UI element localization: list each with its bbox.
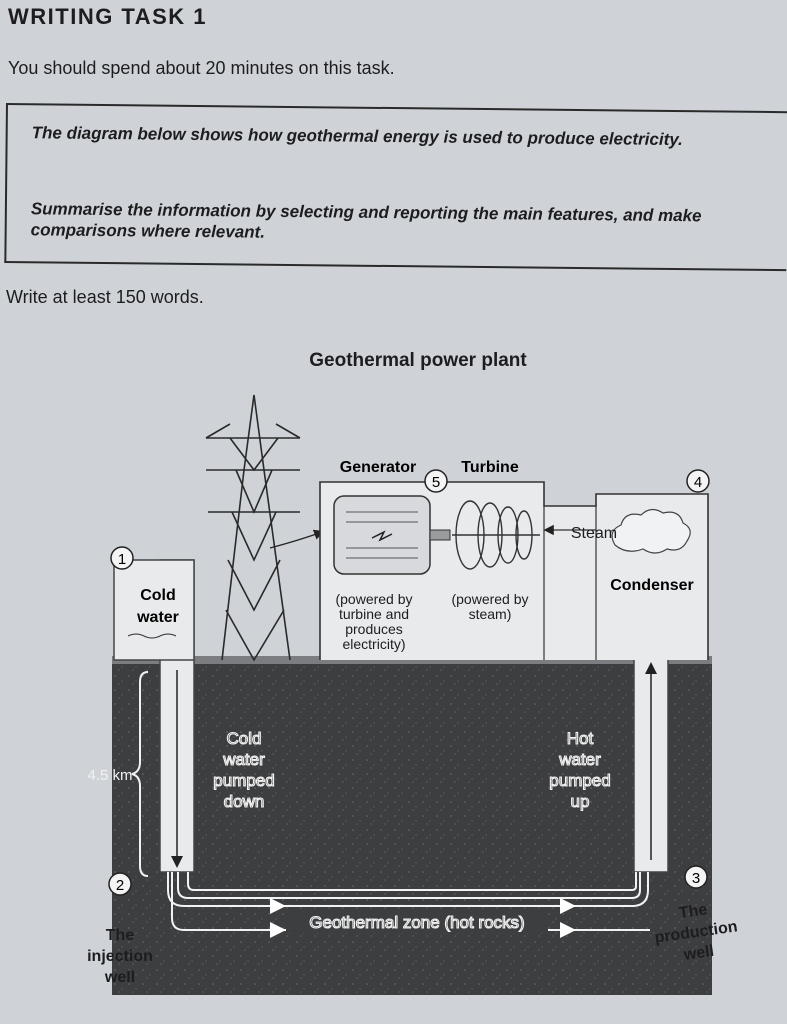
cold-water-label-line2: water: [136, 609, 179, 626]
turbine-note-line2: steam): [469, 606, 512, 622]
turbine-icon: [452, 500, 540, 570]
diagram-title: Geothermal power plant: [309, 350, 527, 371]
prompt-description: The diagram below shows how geothermal e…: [31, 123, 683, 150]
generator-note-line3: produces: [345, 621, 403, 637]
step-5-marker: 5: [424, 469, 448, 493]
pylon-icon: [205, 394, 301, 662]
turbine-note-line1: (powered by: [451, 591, 528, 607]
cold-pumped-line3: pumped: [213, 771, 274, 790]
depth-label: 4.5 km: [87, 767, 132, 784]
step-4-marker: 4: [686, 469, 710, 493]
prompt-box: The diagram below shows how geothermal e…: [4, 103, 787, 272]
step-2-marker: 2: [108, 872, 132, 896]
steam-label: Steam: [571, 525, 617, 542]
geothermal-diagram: Geothermal power plant Cold water: [87, 350, 739, 995]
cold-pumped-line1: Cold: [227, 729, 262, 748]
generator-note-line4: electricity): [342, 636, 405, 652]
turbine-label: Turbine: [461, 459, 519, 476]
injection-well-label-line1: The: [106, 927, 135, 944]
svg-text:2: 2: [116, 877, 124, 894]
cold-pumped-line2: water: [222, 750, 265, 769]
step-1-marker: 1: [110, 546, 134, 570]
cold-water-tank: [113, 559, 195, 661]
cold-water-label-line1: Cold: [140, 587, 176, 604]
geothermal-zone-label-bg: [286, 911, 548, 933]
generator-note-line2: turbine and: [339, 606, 409, 622]
svg-text:4: 4: [694, 474, 702, 491]
power-cable: [269, 529, 325, 549]
production-well-label-line1: The: [678, 901, 709, 922]
water-wave-icon: [127, 633, 177, 639]
steam-cloud-icon: [611, 508, 691, 554]
ground: [112, 660, 712, 995]
svg-text:1: 1: [118, 551, 126, 568]
geothermal-flow: [167, 872, 650, 938]
hot-pumped-line4: up: [571, 792, 590, 811]
generator-note-line1: (powered by: [335, 591, 412, 607]
generator-icon: [333, 495, 451, 575]
hot-pumped-line3: pumped: [549, 771, 610, 790]
time-instruction: You should spend about 20 minutes on thi…: [8, 58, 395, 78]
cold-pumped-line4: down: [224, 792, 265, 811]
svg-text:5: 5: [432, 474, 440, 491]
prompt-instruction: Summarise the information by selecting a…: [30, 199, 702, 242]
injection-well-label-line2: injection: [87, 948, 153, 965]
task-title: WRITING TASK 1: [8, 4, 208, 29]
condenser-label: Condenser: [610, 577, 694, 594]
hot-pumped-line1: Hot: [567, 729, 594, 748]
depth-brace: [131, 671, 149, 877]
hot-pumped-line2: water: [558, 750, 601, 769]
generator-label: Generator: [340, 459, 416, 476]
production-well-label-line3: well: [682, 943, 715, 964]
injection-well-label-line3: well: [104, 969, 135, 986]
geothermal-zone-label: Geothermal zone (hot rocks): [309, 913, 524, 932]
word-requirement: Write at least 150 words.: [6, 287, 204, 307]
svg-text:3: 3: [692, 870, 700, 887]
step-3-marker: 3: [684, 865, 708, 889]
